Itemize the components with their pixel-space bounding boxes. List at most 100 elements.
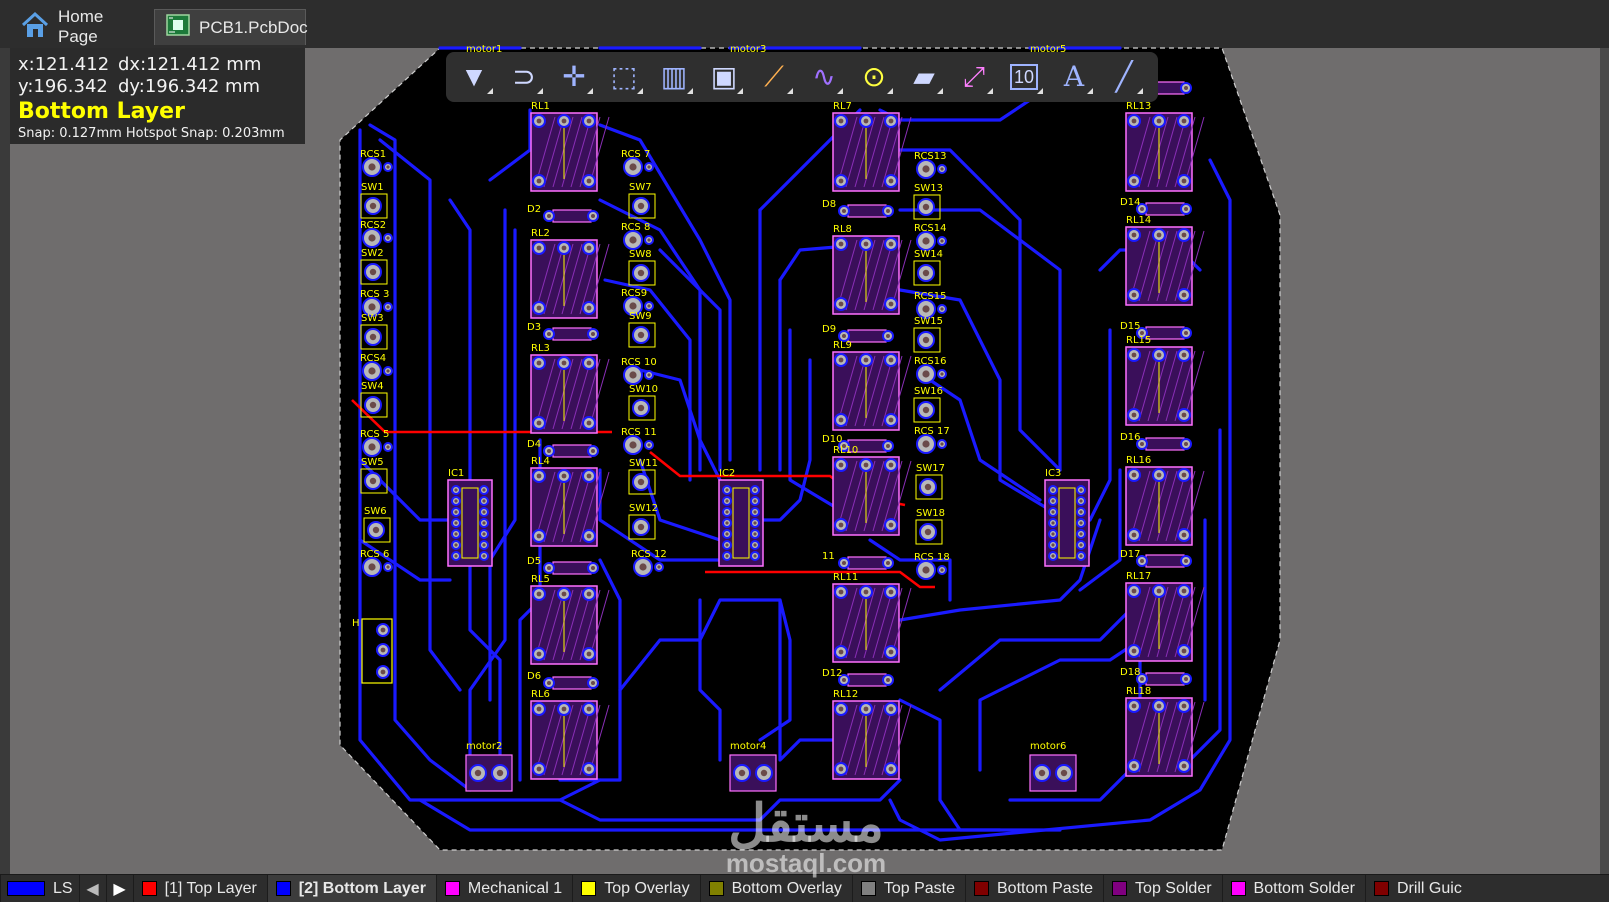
vertical-scrollbar[interactable] — [1600, 48, 1609, 874]
pad-hole — [1051, 510, 1055, 514]
switch-silk — [360, 193, 388, 219]
line-tool-button[interactable]: ╱ — [1102, 57, 1146, 97]
bottom-layer-trace — [778, 598, 862, 762]
relay-hatch — [1138, 586, 1160, 658]
fill-tool-button[interactable]: ▰ — [902, 57, 946, 97]
layer-tab-drill-guic[interactable]: Drill Guic — [1364, 875, 1472, 902]
layer-set-selector[interactable]: LS — [0, 875, 79, 902]
pad-hole — [888, 522, 894, 528]
align-tool-button[interactable]: ▥ — [652, 57, 696, 97]
resistor-designator: RCS1 — [360, 149, 386, 160]
layer-color-swatch — [275, 881, 291, 896]
bottom-layer-trace — [598, 198, 702, 472]
switch-silk — [913, 194, 941, 220]
pad-hole — [922, 406, 930, 414]
relay-hatch — [872, 460, 894, 532]
motor-designator: motor4 — [730, 741, 766, 752]
pad-hole — [838, 766, 844, 772]
relay-hatch — [881, 239, 903, 311]
relay-designator: RL15 — [1126, 335, 1151, 346]
layer-tab-1-top-layer[interactable]: [1] Top Layer — [132, 875, 267, 902]
filter-tool-button[interactable]: ▼ — [452, 57, 496, 97]
pad-hole — [586, 420, 592, 426]
pad-hole — [1181, 648, 1187, 654]
route-tool-button[interactable]: ⟋ — [752, 57, 796, 97]
relay-hatch — [881, 704, 903, 776]
pad-hole — [1156, 703, 1162, 709]
line-connect-icon: ⤢ — [962, 61, 986, 92]
pad-hole — [561, 591, 567, 597]
relay-hatch — [543, 704, 565, 776]
switch-silk — [360, 324, 388, 350]
relay-designator: RL16 — [1126, 455, 1151, 466]
relay-hatch — [872, 587, 894, 659]
dy-coordinate: dy:196.342 mm — [118, 76, 261, 97]
dimension-tool-button[interactable]: 10 — [1002, 57, 1046, 97]
layer-tab-top-paste[interactable]: Top Paste — [851, 875, 965, 902]
layer-tab-bottom-solder[interactable]: Bottom Solder — [1221, 875, 1365, 902]
pad-hole — [888, 766, 894, 772]
layer-tab-mechanical-1[interactable]: Mechanical 1 — [435, 875, 572, 902]
tab-pcb-document[interactable]: PCB1.PcbDoc — [154, 9, 308, 45]
relay-hatch — [579, 704, 601, 776]
layer-tab-bottom-overlay[interactable]: Bottom Overlay — [699, 875, 852, 902]
magnet-tool-button[interactable]: ⊃ — [502, 57, 546, 97]
pad-hole — [886, 561, 890, 565]
scroll-right-button[interactable]: ▶ — [105, 875, 133, 902]
relay-hatch — [561, 589, 583, 661]
relay-hatch — [1174, 230, 1196, 302]
pad-hole — [1131, 648, 1137, 654]
pad-hole — [586, 178, 592, 184]
line-icon: ╱ — [1115, 61, 1133, 92]
pad-hole — [1181, 352, 1187, 358]
layer-tab-bottom-paste[interactable]: Bottom Paste — [965, 875, 1103, 902]
pad-hole — [838, 649, 844, 655]
pad-hole — [940, 239, 944, 243]
relay-hatch — [552, 471, 574, 543]
relay-hatch — [1165, 470, 1187, 542]
pad-hole — [725, 510, 729, 514]
pad-hole — [482, 488, 486, 492]
layer-tab-top-overlay[interactable]: Top Overlay — [572, 875, 699, 902]
pad-hole — [1051, 499, 1055, 503]
bottom-layer-trace — [418, 798, 1002, 832]
pad-hole — [454, 499, 458, 503]
pad-hole — [386, 445, 390, 449]
layer-tab-2-bottom-layer[interactable]: [2] Bottom Layer — [266, 875, 436, 902]
pad-hole — [940, 372, 944, 376]
tab-label: Home Page — [58, 7, 104, 46]
relay-hatch — [854, 460, 876, 532]
pad-hole — [368, 163, 376, 171]
relay-hatch — [552, 116, 574, 188]
crosshair-tool-button[interactable]: ✛ — [552, 57, 596, 97]
pad-hole — [536, 706, 542, 712]
diode-footprint — [847, 673, 887, 687]
pad-hole — [1181, 232, 1187, 238]
diode-footprint — [1145, 202, 1185, 216]
interactive-route-tool-button[interactable]: ∿ — [802, 57, 846, 97]
scroll-left-button[interactable]: ◀ — [78, 875, 106, 902]
pcb-designators: RL1RL2RL3RL4RL5RL6RL7RL8RL9RL10RL11RL12R… — [352, 44, 1151, 752]
relay-hatch — [1156, 350, 1178, 422]
line-connect-tool-button[interactable]: ⤢ — [952, 57, 996, 97]
relay-hatch — [872, 116, 894, 188]
select-rectangle-tool-button[interactable]: ⬚ — [602, 57, 646, 97]
pad-hole — [888, 417, 894, 423]
layer-color-swatch — [581, 881, 597, 896]
layer-tab-top-solder[interactable]: Top Solder — [1103, 875, 1222, 902]
x-coordinate: x:121.412 — [18, 54, 110, 75]
pad-hole — [1181, 703, 1187, 709]
via-tool-button[interactable]: ⊙ — [852, 57, 896, 97]
switch-silk — [628, 469, 656, 495]
text-tool-button[interactable]: A — [1052, 57, 1096, 97]
component-tool-button[interactable]: ▣ — [702, 57, 746, 97]
relay-hatch — [561, 116, 583, 188]
bottom-layer-trace — [358, 538, 452, 582]
tab-home-page[interactable]: Home Page — [10, 7, 152, 46]
pad-hole — [536, 118, 542, 124]
diode-footprint — [552, 444, 592, 458]
filter-icon: ▼ — [460, 61, 488, 92]
relay-hatch — [863, 460, 885, 532]
relay-designator: RL11 — [833, 572, 858, 583]
